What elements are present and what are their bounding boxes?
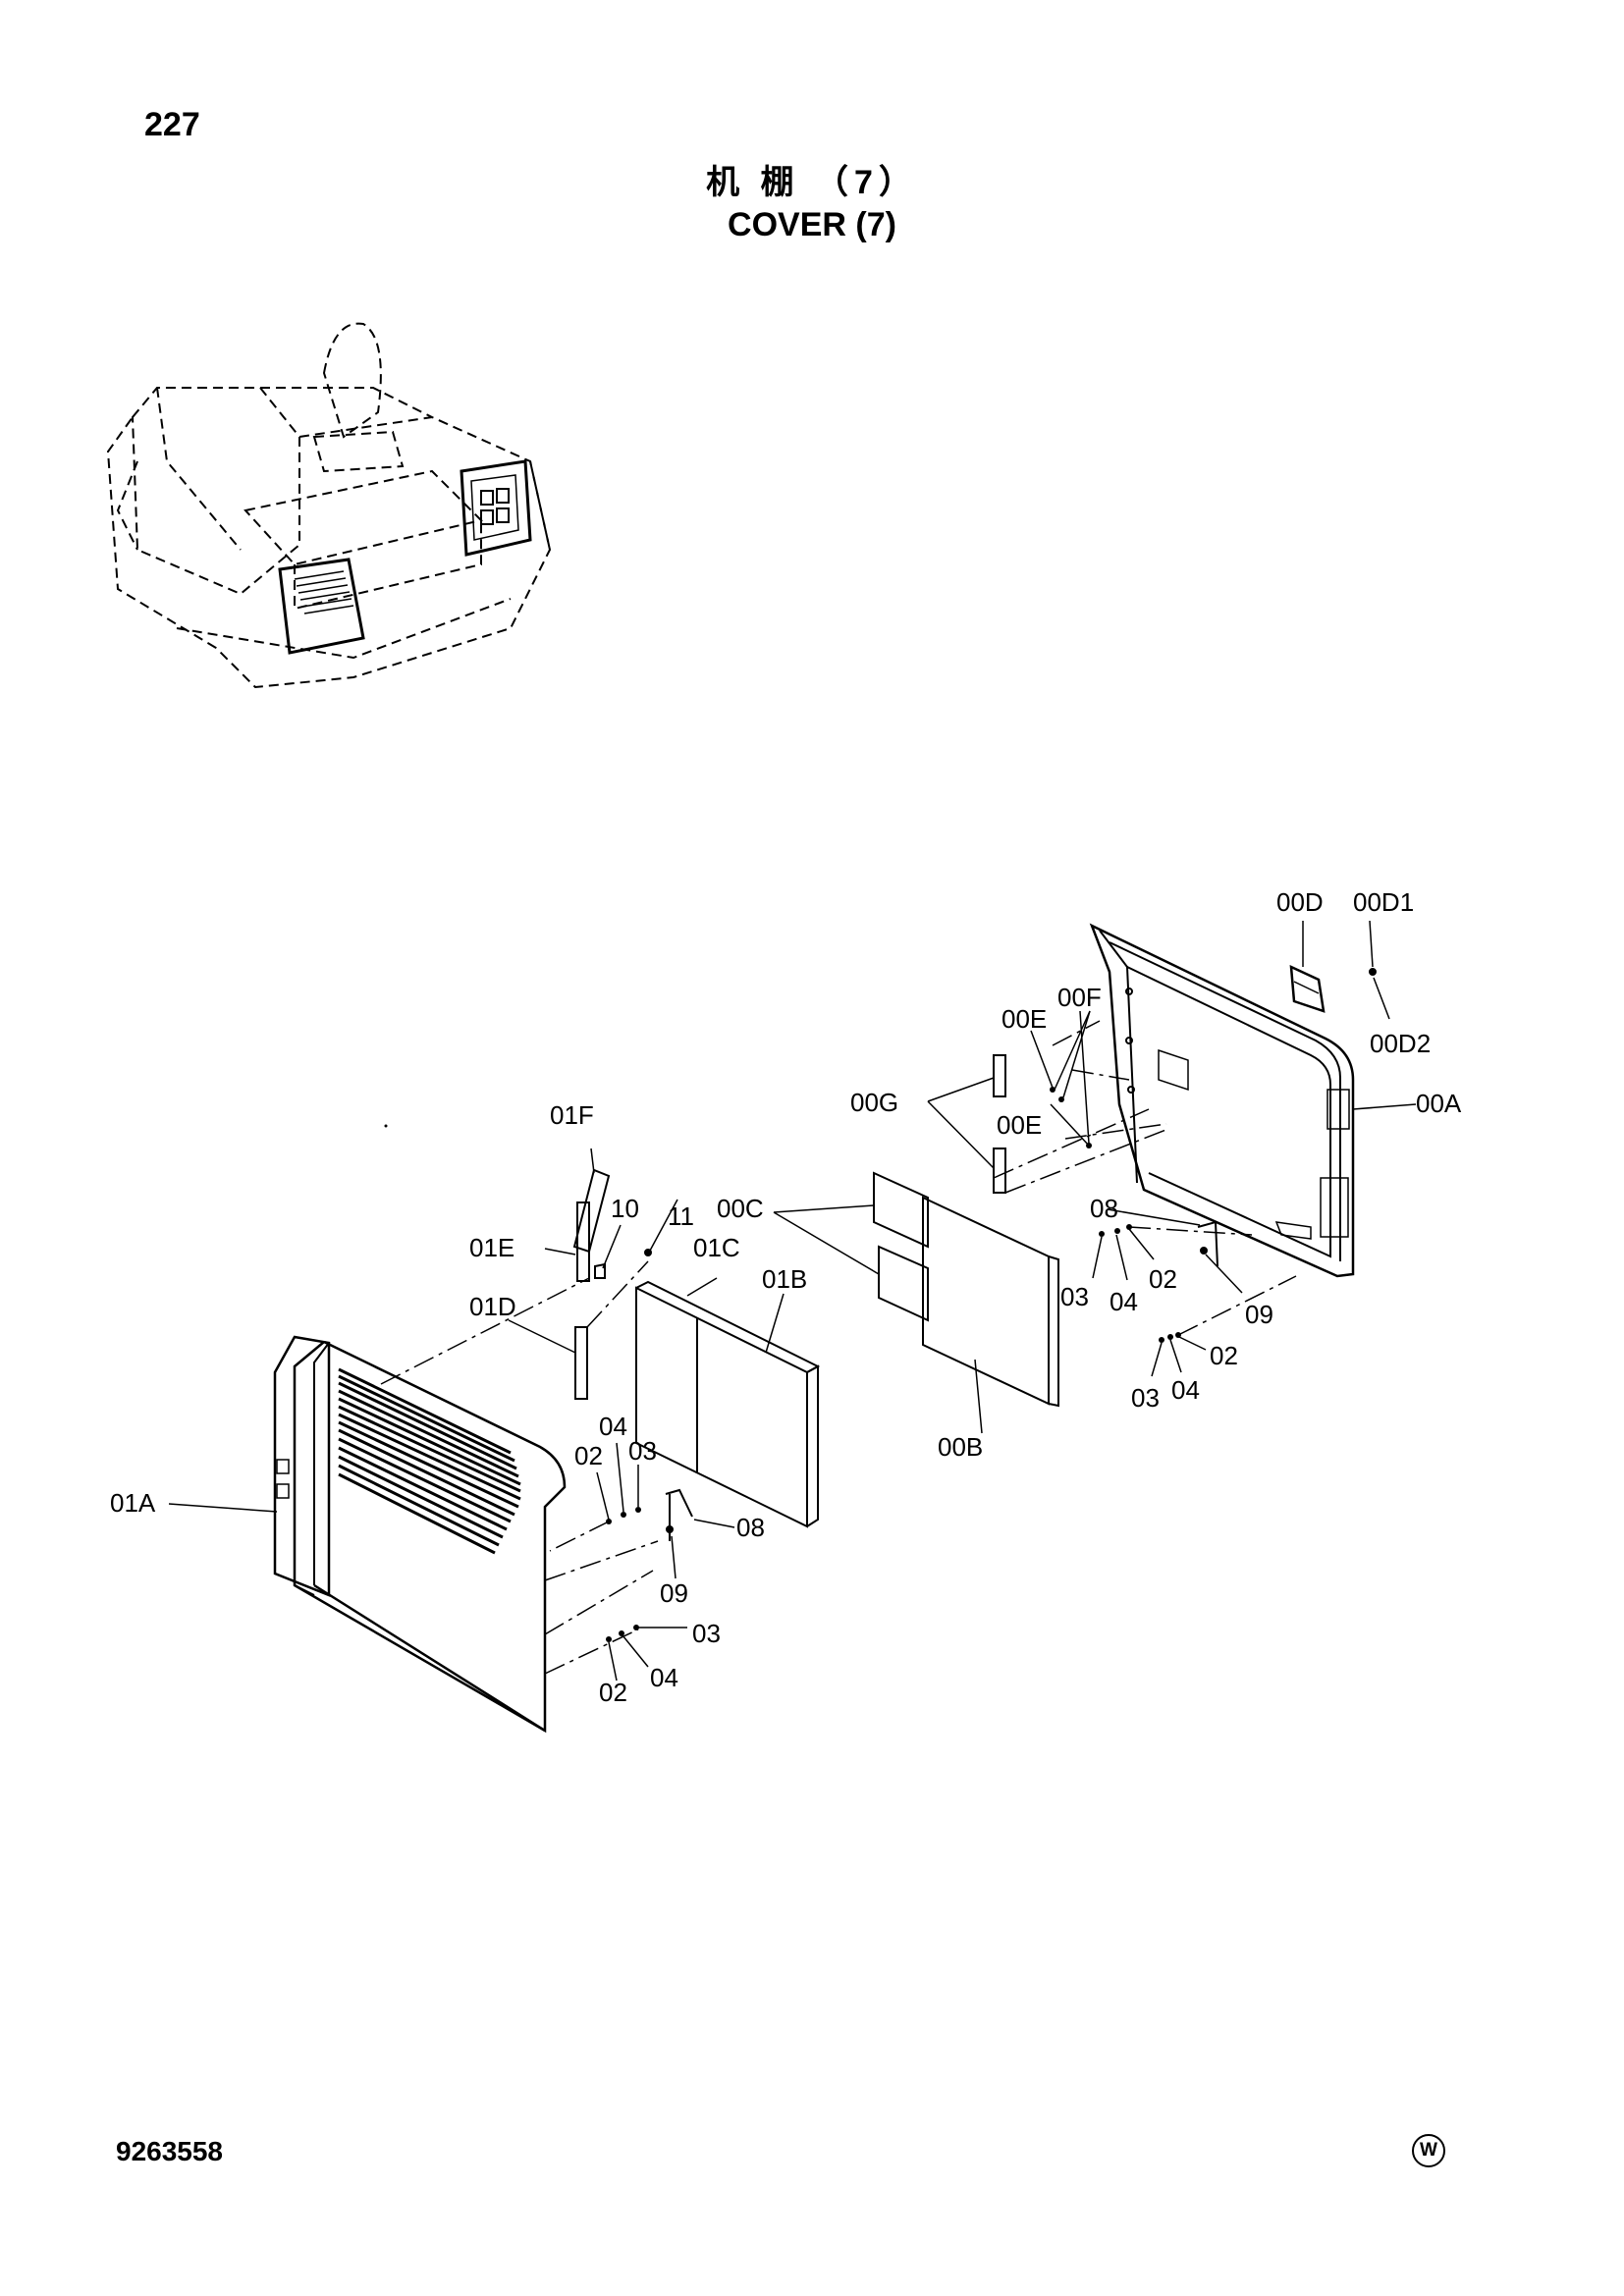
callout-00E-upper: 00E: [1001, 1004, 1047, 1034]
page-number: 227: [144, 106, 200, 143]
callout-01A: 01A: [110, 1488, 156, 1518]
frame-00A: [1089, 923, 1355, 1278]
callout-03-right-1: 03: [1060, 1282, 1089, 1311]
callout-00B: 00B: [938, 1432, 983, 1462]
panel-01C-01B: [635, 1280, 821, 1528]
callout-11: 11: [668, 1201, 694, 1231]
seal-01F: [572, 1168, 611, 1254]
callout-01D: 01D: [469, 1292, 516, 1321]
callout-10: 10: [611, 1194, 639, 1223]
seal-01D: [574, 1326, 588, 1400]
callout-04-left-1: 04: [599, 1412, 627, 1441]
callout-08-left: 08: [736, 1513, 765, 1542]
callout-00G: 00G: [850, 1088, 898, 1117]
callout-09-right: 09: [1245, 1300, 1273, 1329]
machine-overview-illustration: [106, 322, 552, 689]
callout-00F: 00F: [1057, 983, 1102, 1012]
screw-00D1: [1369, 968, 1377, 976]
callout-04-right-2: 04: [1171, 1375, 1200, 1405]
bracket-00D: [1289, 964, 1326, 1013]
callout-00C: 00C: [717, 1194, 764, 1223]
callout-04-right-1: 04: [1110, 1287, 1138, 1316]
callout-00A: 00A: [1416, 1089, 1462, 1118]
seal-00G-upper: [993, 1054, 1006, 1097]
clip-10: [594, 1262, 606, 1279]
callout-01B: 01B: [762, 1264, 807, 1294]
callout-00D2: 00D2: [1370, 1029, 1431, 1058]
pad-00C-lower: [878, 1245, 929, 1322]
callout-02-right-1: 02: [1149, 1264, 1177, 1294]
latch-08-left: [665, 1488, 693, 1518]
footer-mark: W: [1412, 2134, 1445, 2167]
callout-00E-lower: 00E: [997, 1110, 1042, 1140]
callout-00D: 00D: [1276, 887, 1324, 917]
callout-04-left-2: 04: [650, 1663, 678, 1692]
panel-00B: [922, 1196, 1059, 1408]
latch-09-right: [1197, 1220, 1218, 1267]
callout-03-left-1: 03: [628, 1436, 657, 1466]
callout-02-right-2: 02: [1210, 1341, 1238, 1370]
seal-00G-lower: [993, 1148, 1006, 1194]
document-number: 9263558: [116, 2136, 224, 2166]
callout-02-left-2: 02: [599, 1678, 627, 1707]
callout-01F: 01F: [550, 1100, 594, 1130]
callout-09-left: 09: [660, 1578, 688, 1608]
page-title: COVER (7): [728, 206, 896, 243]
callout-02-left-1: 02: [574, 1441, 603, 1470]
callout-01C: 01C: [693, 1233, 740, 1262]
callout-03-right-2: 03: [1131, 1383, 1160, 1413]
page-title-chinese: 机 棚 （7）: [706, 164, 918, 201]
callout-03-left-2: 03: [692, 1619, 721, 1648]
callout-08-right: 08: [1090, 1194, 1118, 1223]
cover-01A: [273, 1335, 567, 1734]
callout-01E: 01E: [469, 1233, 514, 1262]
pad-00C-upper: [873, 1171, 929, 1249]
callout-00D1: 00D1: [1353, 887, 1414, 917]
